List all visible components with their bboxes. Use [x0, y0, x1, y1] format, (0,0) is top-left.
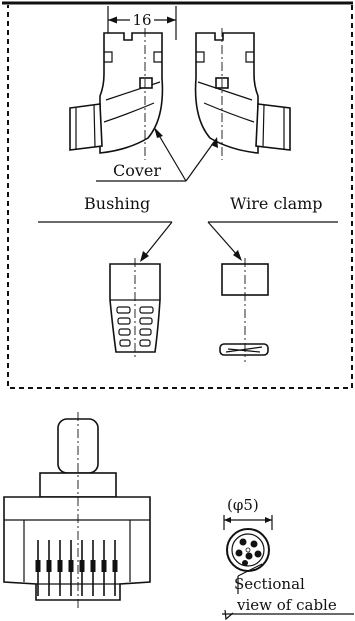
dimension-16: 16 [107, 6, 177, 40]
contact-blades [35, 540, 118, 596]
cable-cross-section [226, 528, 270, 572]
sectional-view-leader [222, 563, 354, 621]
cover-half-left [69, 28, 164, 160]
cable-diameter-label: (φ5) [227, 496, 259, 514]
wire-clamp-leader-arrow [207, 221, 242, 261]
sectional-view-label-line1: Sectional [234, 575, 305, 593]
sectional-view-label-line2: view of cable [236, 596, 337, 614]
cover-label: Cover [113, 161, 161, 180]
bushing-part [109, 258, 161, 360]
dimension-width-label: 16 [132, 11, 151, 29]
assembled-modular-plug [3, 412, 151, 610]
bushing-label: Bushing [84, 194, 150, 213]
cover-half-right [194, 28, 291, 160]
cable-diameter-dimension: (φ5) [223, 496, 273, 530]
wire-clamp-label: Wire clamp [230, 194, 323, 213]
cover-leader-arrows [154, 127, 218, 182]
wire-clamp-part [219, 258, 269, 362]
parts-dashed-boundary [7, 5, 353, 389]
bushing-leader-arrow [140, 221, 173, 262]
